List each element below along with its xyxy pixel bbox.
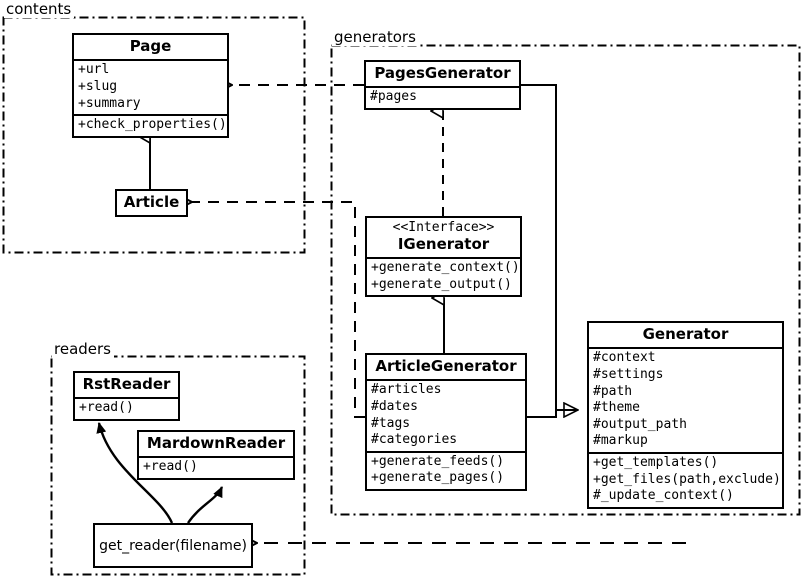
operation-row: +get_templates() xyxy=(593,455,719,470)
class-rst-reader-operations: +read() xyxy=(75,397,178,419)
class-pages-generator-title: PagesGenerator xyxy=(374,64,511,82)
function-get-reader[interactable]: get_reader(filename) xyxy=(93,523,253,568)
attribute-row: #articles xyxy=(371,382,442,398)
operation-row: +check_properties() xyxy=(78,117,227,133)
attribute-row: #categories xyxy=(371,432,458,448)
attribute-row: #dates xyxy=(371,398,418,414)
class-igenerator-name: IGenerator xyxy=(397,234,490,253)
class-mardown-reader[interactable]: MardownReader +read() xyxy=(137,430,295,480)
operation-row: +read() xyxy=(143,459,198,475)
class-generator-attributes: #context #settings #path #theme #output_… xyxy=(589,347,782,452)
package-frame-readers xyxy=(50,355,306,576)
class-igenerator-operations: +generate_context() +generate_output() xyxy=(367,257,520,295)
relation-getreader-to-mardownreader xyxy=(187,486,224,524)
class-mardown-reader-title: MardownReader xyxy=(146,434,286,452)
attribute-row: #pages xyxy=(370,89,417,105)
attribute-row: +url xyxy=(78,62,110,78)
relation-articlegenerator-to-generator xyxy=(527,409,578,418)
class-mardown-reader-operations: +read() xyxy=(139,456,293,478)
class-page[interactable]: Page +url +slug +summary +check_properti… xyxy=(72,33,229,138)
operation-row: +generate_feeds() xyxy=(371,453,505,469)
attribute-row: +slug xyxy=(78,78,118,94)
class-igenerator-title: <<Interface>> IGenerator xyxy=(367,218,520,257)
class-generator-title: Generator xyxy=(642,325,729,343)
class-igenerator-stereotype: <<Interface>> xyxy=(392,220,495,235)
class-page-attributes: +url +slug +summary xyxy=(74,59,227,114)
class-article-title: Article xyxy=(123,193,180,211)
attribute-row: +summary xyxy=(78,95,141,111)
class-generator[interactable]: Generator #context #settings #path #them… xyxy=(587,321,784,509)
class-page-title: Page xyxy=(129,37,172,55)
package-label-generators: generators xyxy=(332,28,419,46)
class-article-generator-title: ArticleGenerator xyxy=(375,357,517,375)
package-frame-contents xyxy=(2,16,306,254)
class-article-generator-operations: +generate_feeds() +generate_pages() xyxy=(367,450,525,489)
function-get-reader-label: get_reader(filename) xyxy=(99,537,247,554)
class-igenerator[interactable]: <<Interface>> IGenerator +generate_conte… xyxy=(365,216,522,298)
class-article-generator[interactable]: ArticleGenerator #articles #dates #tags … xyxy=(365,353,527,491)
class-page-operations: +check_properties() xyxy=(74,114,227,136)
class-rst-reader[interactable]: RstReader +read() xyxy=(73,371,180,421)
operation-row: +generate_pages() xyxy=(371,470,505,486)
relation-getreader-to-rstreader xyxy=(96,422,174,524)
class-article-generator-attributes: #articles #dates #tags #categories xyxy=(367,379,525,451)
package-label-readers: readers xyxy=(52,340,114,358)
class-pages-generator-attributes: #pages xyxy=(366,86,519,108)
class-article[interactable]: Article xyxy=(115,189,188,218)
attribute-row: #tags xyxy=(371,415,411,431)
relation-pagesgenerator-to-generator xyxy=(520,84,578,410)
class-rst-reader-title: RstReader xyxy=(82,375,171,393)
attribute-row: #path xyxy=(593,383,633,399)
operation-row: +generate_output() xyxy=(371,276,512,292)
operation-row: #_update_context() xyxy=(593,488,734,504)
attribute-row: #context xyxy=(593,350,656,366)
attribute-row: #output_path xyxy=(593,416,687,432)
relation-articlegenerator-to-article xyxy=(192,202,365,418)
operation-row: +read() xyxy=(79,400,134,416)
operation-row: +generate_context() xyxy=(371,260,520,276)
attribute-row: #markup xyxy=(593,433,648,449)
package-label-contents: contents xyxy=(4,0,75,18)
attribute-row: #theme xyxy=(593,400,640,416)
class-generator-operations: +get_templates() +get_files(path,exclude… xyxy=(589,452,782,507)
class-pages-generator[interactable]: PagesGenerator #pages xyxy=(364,60,521,110)
operation-row: +get_files(path,exclude) xyxy=(593,471,781,487)
package-frame-generators xyxy=(330,44,801,516)
attribute-row: #settings xyxy=(593,366,664,382)
